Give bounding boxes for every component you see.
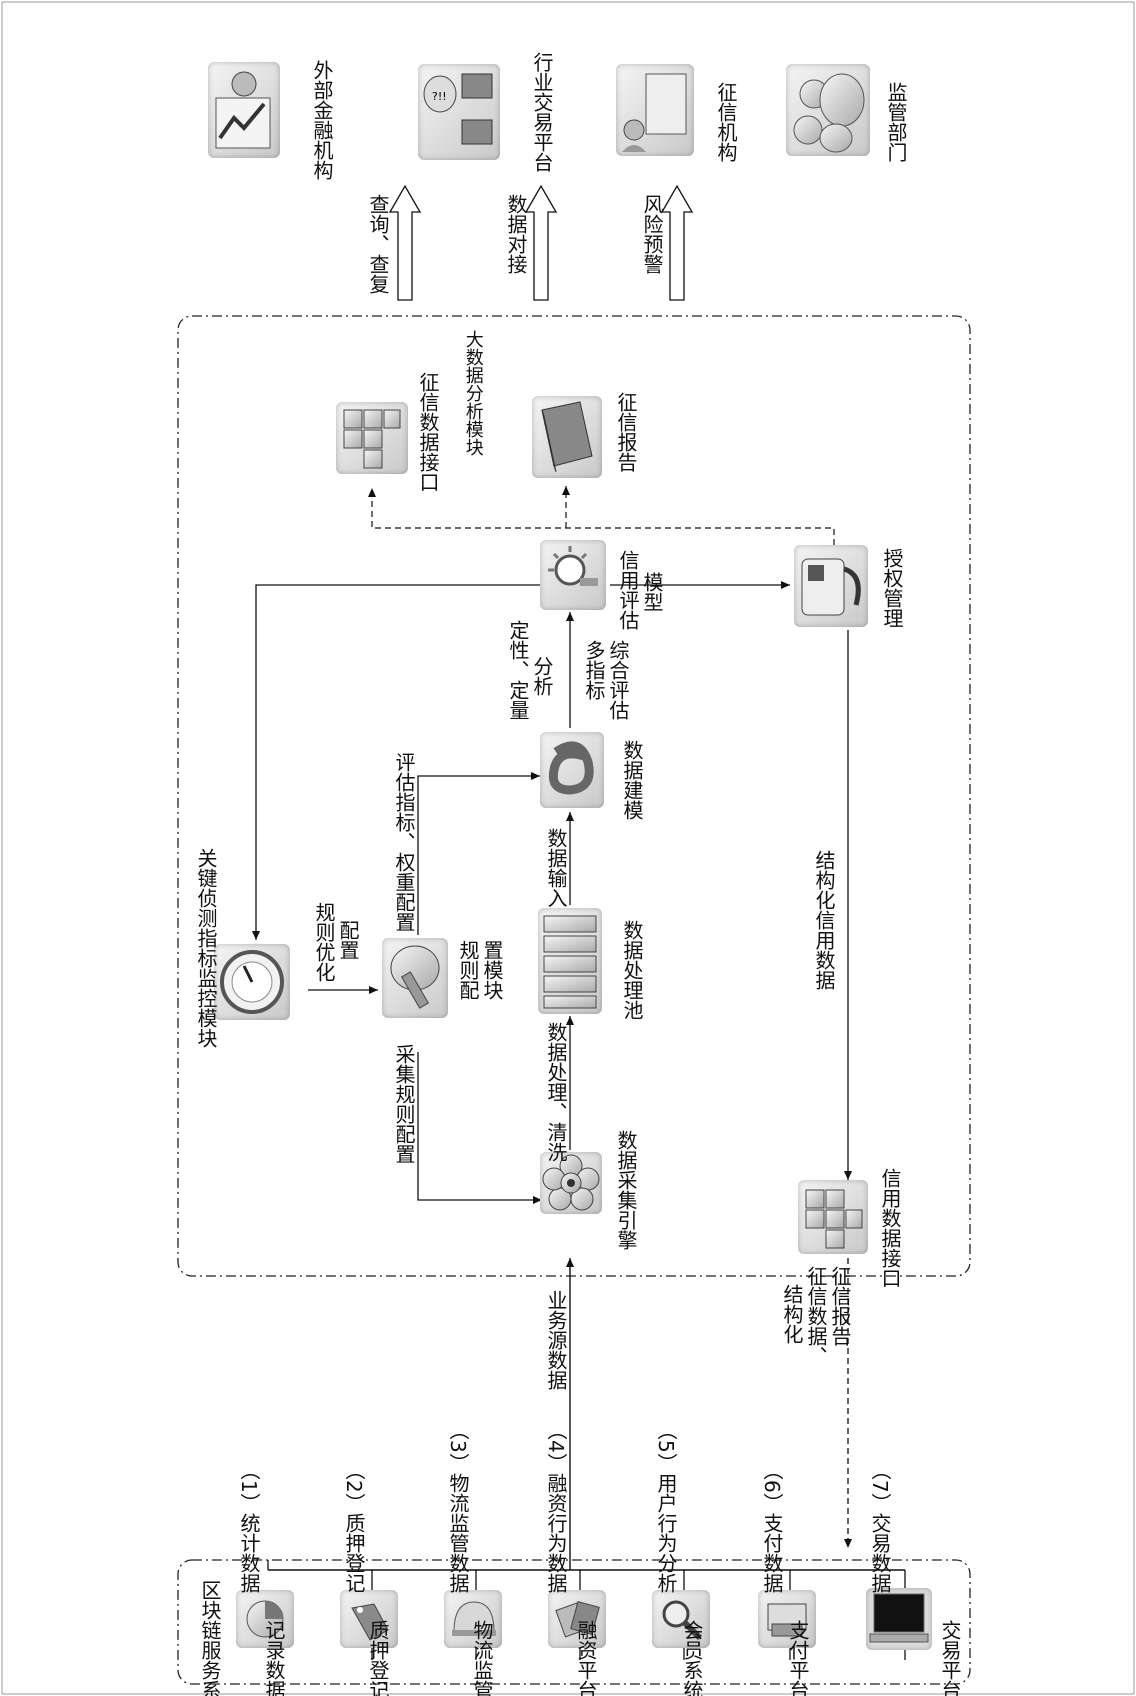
item-6-branch-label: （6）支付数据	[760, 1460, 783, 1593]
multi-index-label-1: 多指标	[582, 640, 605, 700]
data-input-label: 数据输入	[544, 828, 567, 908]
structured-credit-data-label: 结构化信用数据	[812, 850, 835, 990]
external-3-label: 征信机构	[714, 82, 737, 162]
data-modeling-label: 数据建模	[620, 740, 643, 820]
external-1-label: 外部金融机构	[310, 60, 333, 180]
arrow-eval-weight	[418, 776, 540, 935]
external-2-label: 行业交易平台	[530, 52, 553, 172]
cubes-icon-credit-data-interface	[798, 1180, 868, 1254]
qual-quant-label-1: 定性、定量	[506, 620, 529, 720]
credit-model-label-2: 模型	[640, 572, 663, 612]
collect-rule-config-label: 采集规则配置	[392, 1044, 415, 1164]
query-arrow-label: 查询、查复	[366, 194, 389, 294]
knot-icon	[540, 732, 604, 808]
credit-data-interface-label: 信用数据接口	[878, 1168, 901, 1288]
lightbulb-icon	[540, 540, 606, 610]
item-5-branch-label: （5）用户行为分析	[654, 1420, 677, 1593]
multi-index-label-2: 综合评估	[606, 640, 629, 720]
blockchain-system-title: 区块链服务系统	[198, 1580, 221, 1696]
arrow-auth-to-credit-info-interface	[372, 488, 834, 545]
item-3-branch-label: （3）物流监管数据	[446, 1420, 469, 1593]
item-1-icon-label: 记录数据	[262, 1620, 285, 1696]
rule-config-module-label-2: 置模块	[480, 940, 503, 1000]
finance-chart-icon	[208, 62, 280, 158]
data-process-clean-label: 数据处理、清洗	[544, 1022, 567, 1162]
rule-optimize-label-2: 配置	[336, 920, 359, 960]
item-5-icon-label: 会员系统	[680, 1620, 703, 1696]
structured-credit-label-2: 征信数据、	[804, 1266, 827, 1366]
gauge-icon	[214, 944, 290, 1020]
credit-info-interface-label: 征信数据接口	[416, 372, 439, 492]
monitor-module-title: 关键侦测指标监控模块	[194, 848, 217, 1048]
item-2-icon-label: 质押登记	[366, 1620, 389, 1696]
people-group-icon	[786, 64, 870, 156]
monitors-chat-icon: ?!!	[418, 64, 500, 160]
structured-credit-label-1: 结构化	[780, 1284, 803, 1344]
business-source-data-label: 业务源数据	[544, 1290, 567, 1390]
server-stack-icon	[538, 908, 602, 1014]
item-7-branch-label: （7）交易数据	[868, 1460, 891, 1593]
item-3-icon-label: 物流监管	[470, 1620, 493, 1696]
arrow-query	[390, 186, 420, 300]
risk-warning-arrow-label: 风险预警	[640, 194, 663, 274]
arrow-collect-rule	[418, 1052, 542, 1200]
svg-text:?!!: ?!!	[432, 90, 447, 103]
processing-pool-label: 数据处理池	[620, 920, 643, 1020]
book-icon	[532, 396, 602, 478]
rule-config-module-label-1: 规则配	[456, 940, 479, 1000]
item-1-branch-label: （1）统计数据	[237, 1460, 260, 1593]
cubes-icon-credit-info-interface	[336, 402, 408, 474]
mixer-icon	[794, 545, 868, 627]
external-4-label: 监管部门	[884, 82, 907, 162]
qual-quant-label-2: 分析	[530, 656, 553, 696]
item-4-icon-label: 融资平台	[574, 1620, 597, 1696]
item-2-branch-label: （2）质押登记	[342, 1460, 365, 1593]
collection-engine-label: 数据采集引擎	[614, 1130, 637, 1250]
rule-optimize-label-1: 规则优化	[312, 902, 335, 982]
big-data-module-label: 大数据分析模块	[462, 330, 483, 456]
laptop-icon	[866, 1588, 932, 1650]
hammer-icon	[382, 938, 448, 1018]
structured-credit-label-3: 征信报告	[828, 1266, 851, 1346]
item-6-icon-label: 支付平台	[786, 1620, 809, 1696]
eval-weight-config-label: 评估指标、权重配置	[392, 752, 415, 932]
presenter-icon	[616, 64, 694, 156]
item-7-icon-label: 交易平台	[938, 1620, 961, 1696]
arrow-risk-warning	[662, 186, 692, 300]
item-4-branch-label: （4）融资行为数据	[544, 1420, 567, 1593]
authorization-label: 授权管理	[880, 548, 903, 628]
arrow-data-dock	[526, 186, 556, 300]
credit-report-label: 征信报告	[614, 392, 637, 472]
data-dock-arrow-label: 数据对接	[504, 194, 527, 274]
credit-model-label-1: 信用评估	[616, 550, 639, 630]
